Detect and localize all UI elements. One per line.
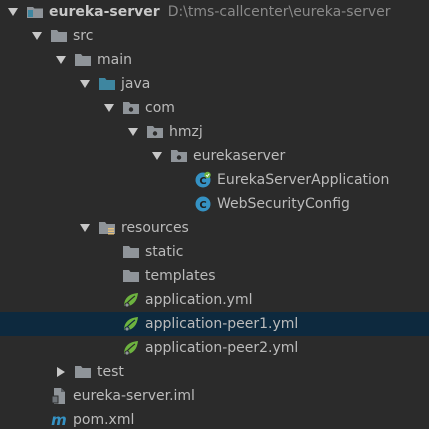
- tree-row-label: EurekaServerApplication: [217, 172, 390, 188]
- spring-yml-icon: [122, 340, 140, 356]
- tree-row-label: application-peer1.yml: [145, 316, 299, 332]
- chevron-right-icon[interactable]: [54, 365, 68, 379]
- tree-row-label: src: [73, 28, 94, 44]
- package-icon: [146, 124, 164, 140]
- tree-row-label: eureka-server.iml: [73, 388, 195, 404]
- tree-row-static[interactable]: static: [0, 240, 429, 264]
- chevron-down-icon[interactable]: [150, 149, 164, 163]
- package-icon: [122, 100, 140, 116]
- iml-file-icon: [50, 388, 68, 404]
- tree-row-label: application.yml: [145, 292, 253, 308]
- tree-row-label: hmzj: [169, 124, 203, 140]
- chevron-down-icon[interactable]: [54, 53, 68, 67]
- tree-row-hmzj[interactable]: hmzj: [0, 120, 429, 144]
- tree-row-label: resources: [121, 220, 189, 236]
- folder-icon: [50, 28, 68, 44]
- spring-yml-icon: [122, 292, 140, 308]
- tree-row-label: pom.xml: [73, 412, 135, 428]
- class-icon: C: [194, 196, 212, 212]
- tree-row-label: eurekaserver: [193, 148, 286, 164]
- source-root-folder-icon: [98, 76, 116, 92]
- svg-text:C: C: [199, 176, 206, 187]
- tree-row-pom-xml[interactable]: m pom.xml: [0, 408, 429, 429]
- folder-icon: [74, 52, 92, 68]
- tree-row-resources[interactable]: resources: [0, 216, 429, 240]
- spring-yml-icon: [122, 316, 140, 332]
- tree-row-src[interactable]: src: [0, 24, 429, 48]
- tree-row-label: application-peer2.yml: [145, 340, 299, 356]
- chevron-down-icon[interactable]: [30, 29, 44, 43]
- tree-row-application-yml[interactable]: application.yml: [0, 288, 429, 312]
- tree-row-eureka-server-application[interactable]: C EurekaServerApplication: [0, 168, 429, 192]
- tree-row-label: test: [97, 364, 124, 380]
- tree-row-label: static: [145, 244, 184, 260]
- tree-row-java[interactable]: java: [0, 72, 429, 96]
- chevron-down-icon[interactable]: [78, 77, 92, 91]
- tree-row-com[interactable]: com: [0, 96, 429, 120]
- tree-row-label: com: [145, 100, 175, 116]
- chevron-down-icon[interactable]: [102, 101, 116, 115]
- chevron-down-icon[interactable]: [78, 221, 92, 235]
- svg-text:m: m: [51, 411, 67, 429]
- svg-text:C: C: [199, 200, 206, 211]
- tree-row-main[interactable]: main: [0, 48, 429, 72]
- tree-row-templates[interactable]: templates: [0, 264, 429, 288]
- tree-row-eureka-server-iml[interactable]: eureka-server.iml: [0, 384, 429, 408]
- tree-row-eureka-server[interactable]: eureka-server D:\tms-callcenter\eureka-s…: [0, 0, 429, 24]
- folder-icon: [122, 244, 140, 260]
- resources-folder-icon: [98, 220, 116, 236]
- tree-row-label: WebSecurityConfig: [217, 196, 350, 212]
- folder-icon: [122, 268, 140, 284]
- maven-pom-icon: m: [50, 411, 68, 429]
- tree-row-application-peer1-yml[interactable]: application-peer1.yml: [0, 312, 429, 336]
- tree-row-label: eureka-server: [49, 4, 160, 20]
- tree-row-label: main: [97, 52, 132, 68]
- tree-row-application-peer2-yml[interactable]: application-peer2.yml: [0, 336, 429, 360]
- chevron-down-icon[interactable]: [6, 5, 20, 19]
- tree-row-web-security-config[interactable]: C WebSecurityConfig: [0, 192, 429, 216]
- package-icon: [170, 148, 188, 164]
- module-folder-icon: [26, 4, 44, 20]
- project-path: D:\tms-callcenter\eureka-server: [167, 4, 391, 20]
- tree-row-label: java: [121, 76, 151, 92]
- tree-row-test[interactable]: test: [0, 360, 429, 384]
- chevron-down-icon[interactable]: [126, 125, 140, 139]
- folder-icon: [74, 364, 92, 380]
- spring-boot-class-icon: C: [194, 171, 212, 188]
- tree-row-eurekaserver[interactable]: eurekaserver: [0, 144, 429, 168]
- tree-row-label: templates: [145, 268, 216, 284]
